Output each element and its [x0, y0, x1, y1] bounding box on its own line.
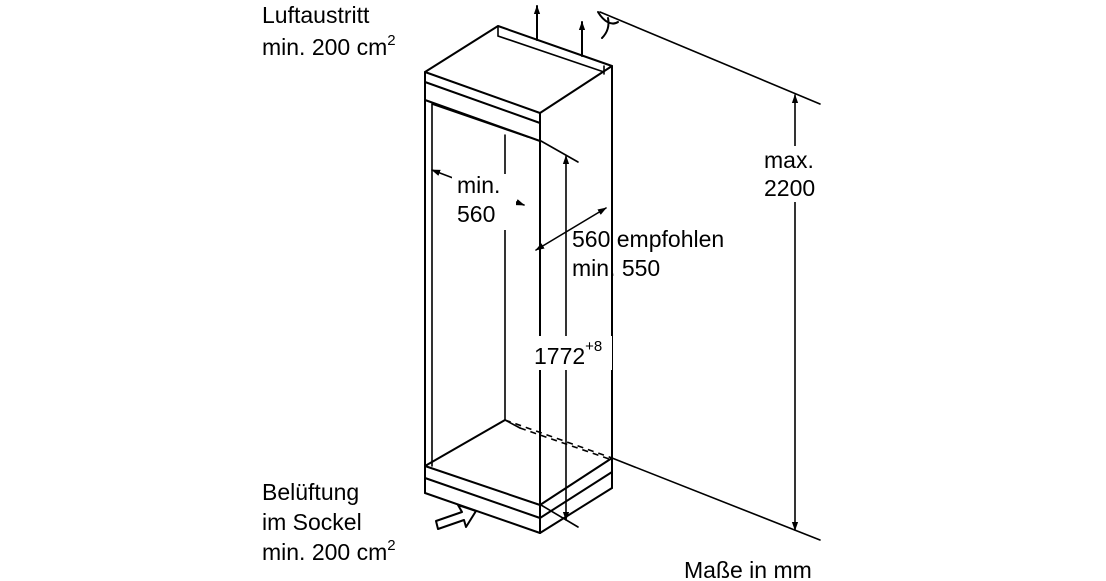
ventilation-label-line2: im Sockel — [262, 509, 362, 535]
height-label: 1772+8 — [534, 338, 602, 369]
width-label-line2: 560 — [457, 201, 495, 227]
niche-top-rim — [497, 25, 605, 75]
niche-top-face — [424, 25, 613, 114]
air-outlet-label-line1: Luftaustritt — [262, 2, 370, 28]
air-swirl-icon — [597, 11, 619, 39]
height-extension-bottom — [540, 504, 579, 528]
depth-label-line1: 560 empfohlen — [572, 226, 724, 252]
width-label-line1: min. — [457, 172, 500, 198]
ventilation-superscript: 2 — [387, 537, 395, 554]
niche-hidden-lines — [504, 419, 613, 506]
niche-top-band — [424, 81, 541, 142]
units-note: Maße in mm — [684, 557, 812, 581]
niche-plinth — [424, 471, 613, 519]
max-height-extension-top — [599, 11, 821, 105]
niche-front-bottom-edge — [424, 492, 541, 534]
ventilation-label-line3: min. 200 cm2 — [262, 537, 396, 565]
niche-inner-opening — [431, 103, 529, 467]
ventilation-arrow-icon — [435, 504, 477, 530]
air-outlet-label-line2: min. 200 cm2 — [262, 32, 396, 60]
air-outlet-arrows — [533, 5, 619, 57]
ventilation-label-line1: Belüftung — [262, 479, 359, 505]
niche-right-bottom-edge — [539, 487, 613, 534]
height-extension-top — [540, 140, 579, 163]
height-tolerance: +8 — [585, 338, 602, 355]
max-height-label-line1: max. — [764, 147, 814, 173]
depth-label-line2: min. 550 — [572, 255, 660, 281]
depth-dimension-line — [535, 207, 607, 251]
air-outlet-superscript: 2 — [387, 32, 395, 49]
max-height-extension-bottom — [611, 457, 821, 541]
height-dimension — [540, 140, 579, 528]
depth-dimension — [535, 207, 607, 251]
max-height-label-line2: 2200 — [764, 175, 815, 201]
niche-floor — [424, 419, 613, 506]
